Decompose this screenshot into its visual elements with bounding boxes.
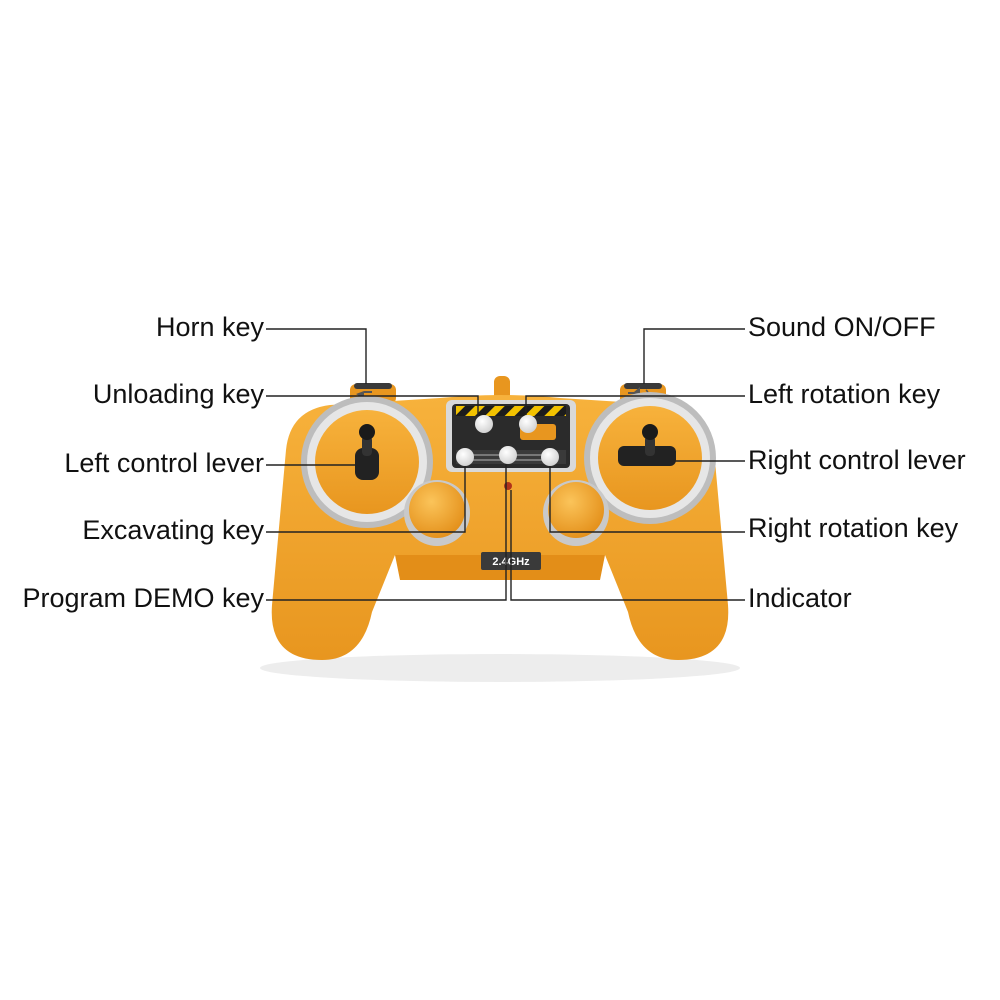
label-excavating-key: Excavating key [82,515,264,545]
leader-unloading-key [266,395,479,415]
leader-excavating-key [266,466,466,533]
left-rotation-key[interactable] [519,415,537,433]
leader-indicator [510,490,745,601]
label-program-demo-key: Program DEMO key [22,583,264,613]
leader-left-rotation-key [525,395,745,415]
label-right-rotation-key: Right rotation key [748,513,959,543]
leader-program-demo-key [266,464,507,601]
left-control-lever[interactable] [355,424,379,480]
excavating-key[interactable] [456,448,474,466]
leader-right-rotation-key [549,466,745,533]
right-round-button[interactable] [543,480,609,546]
leader-horn-key [266,328,367,384]
leader-sound-on-off [643,328,745,384]
leader-lines-right [510,328,745,601]
left-round-button[interactable] [404,480,470,546]
unloading-key[interactable] [475,415,493,433]
label-left-rotation-key: Left rotation key [748,379,941,409]
label-sound-on-off: Sound ON/OFF [748,312,936,342]
leader-lines-left [266,328,507,601]
indicator-led [504,482,512,490]
label-indicator: Indicator [748,583,852,613]
right-rotation-key[interactable] [541,448,559,466]
label-left-control-lever: Left control lever [64,448,264,478]
label-unloading-key: Unloading key [92,379,264,409]
program-demo-key[interactable] [499,446,517,464]
label-horn-key: Horn key [155,312,264,342]
label-right-control-lever: Right control lever [748,445,966,475]
floor-shadow [260,654,740,682]
